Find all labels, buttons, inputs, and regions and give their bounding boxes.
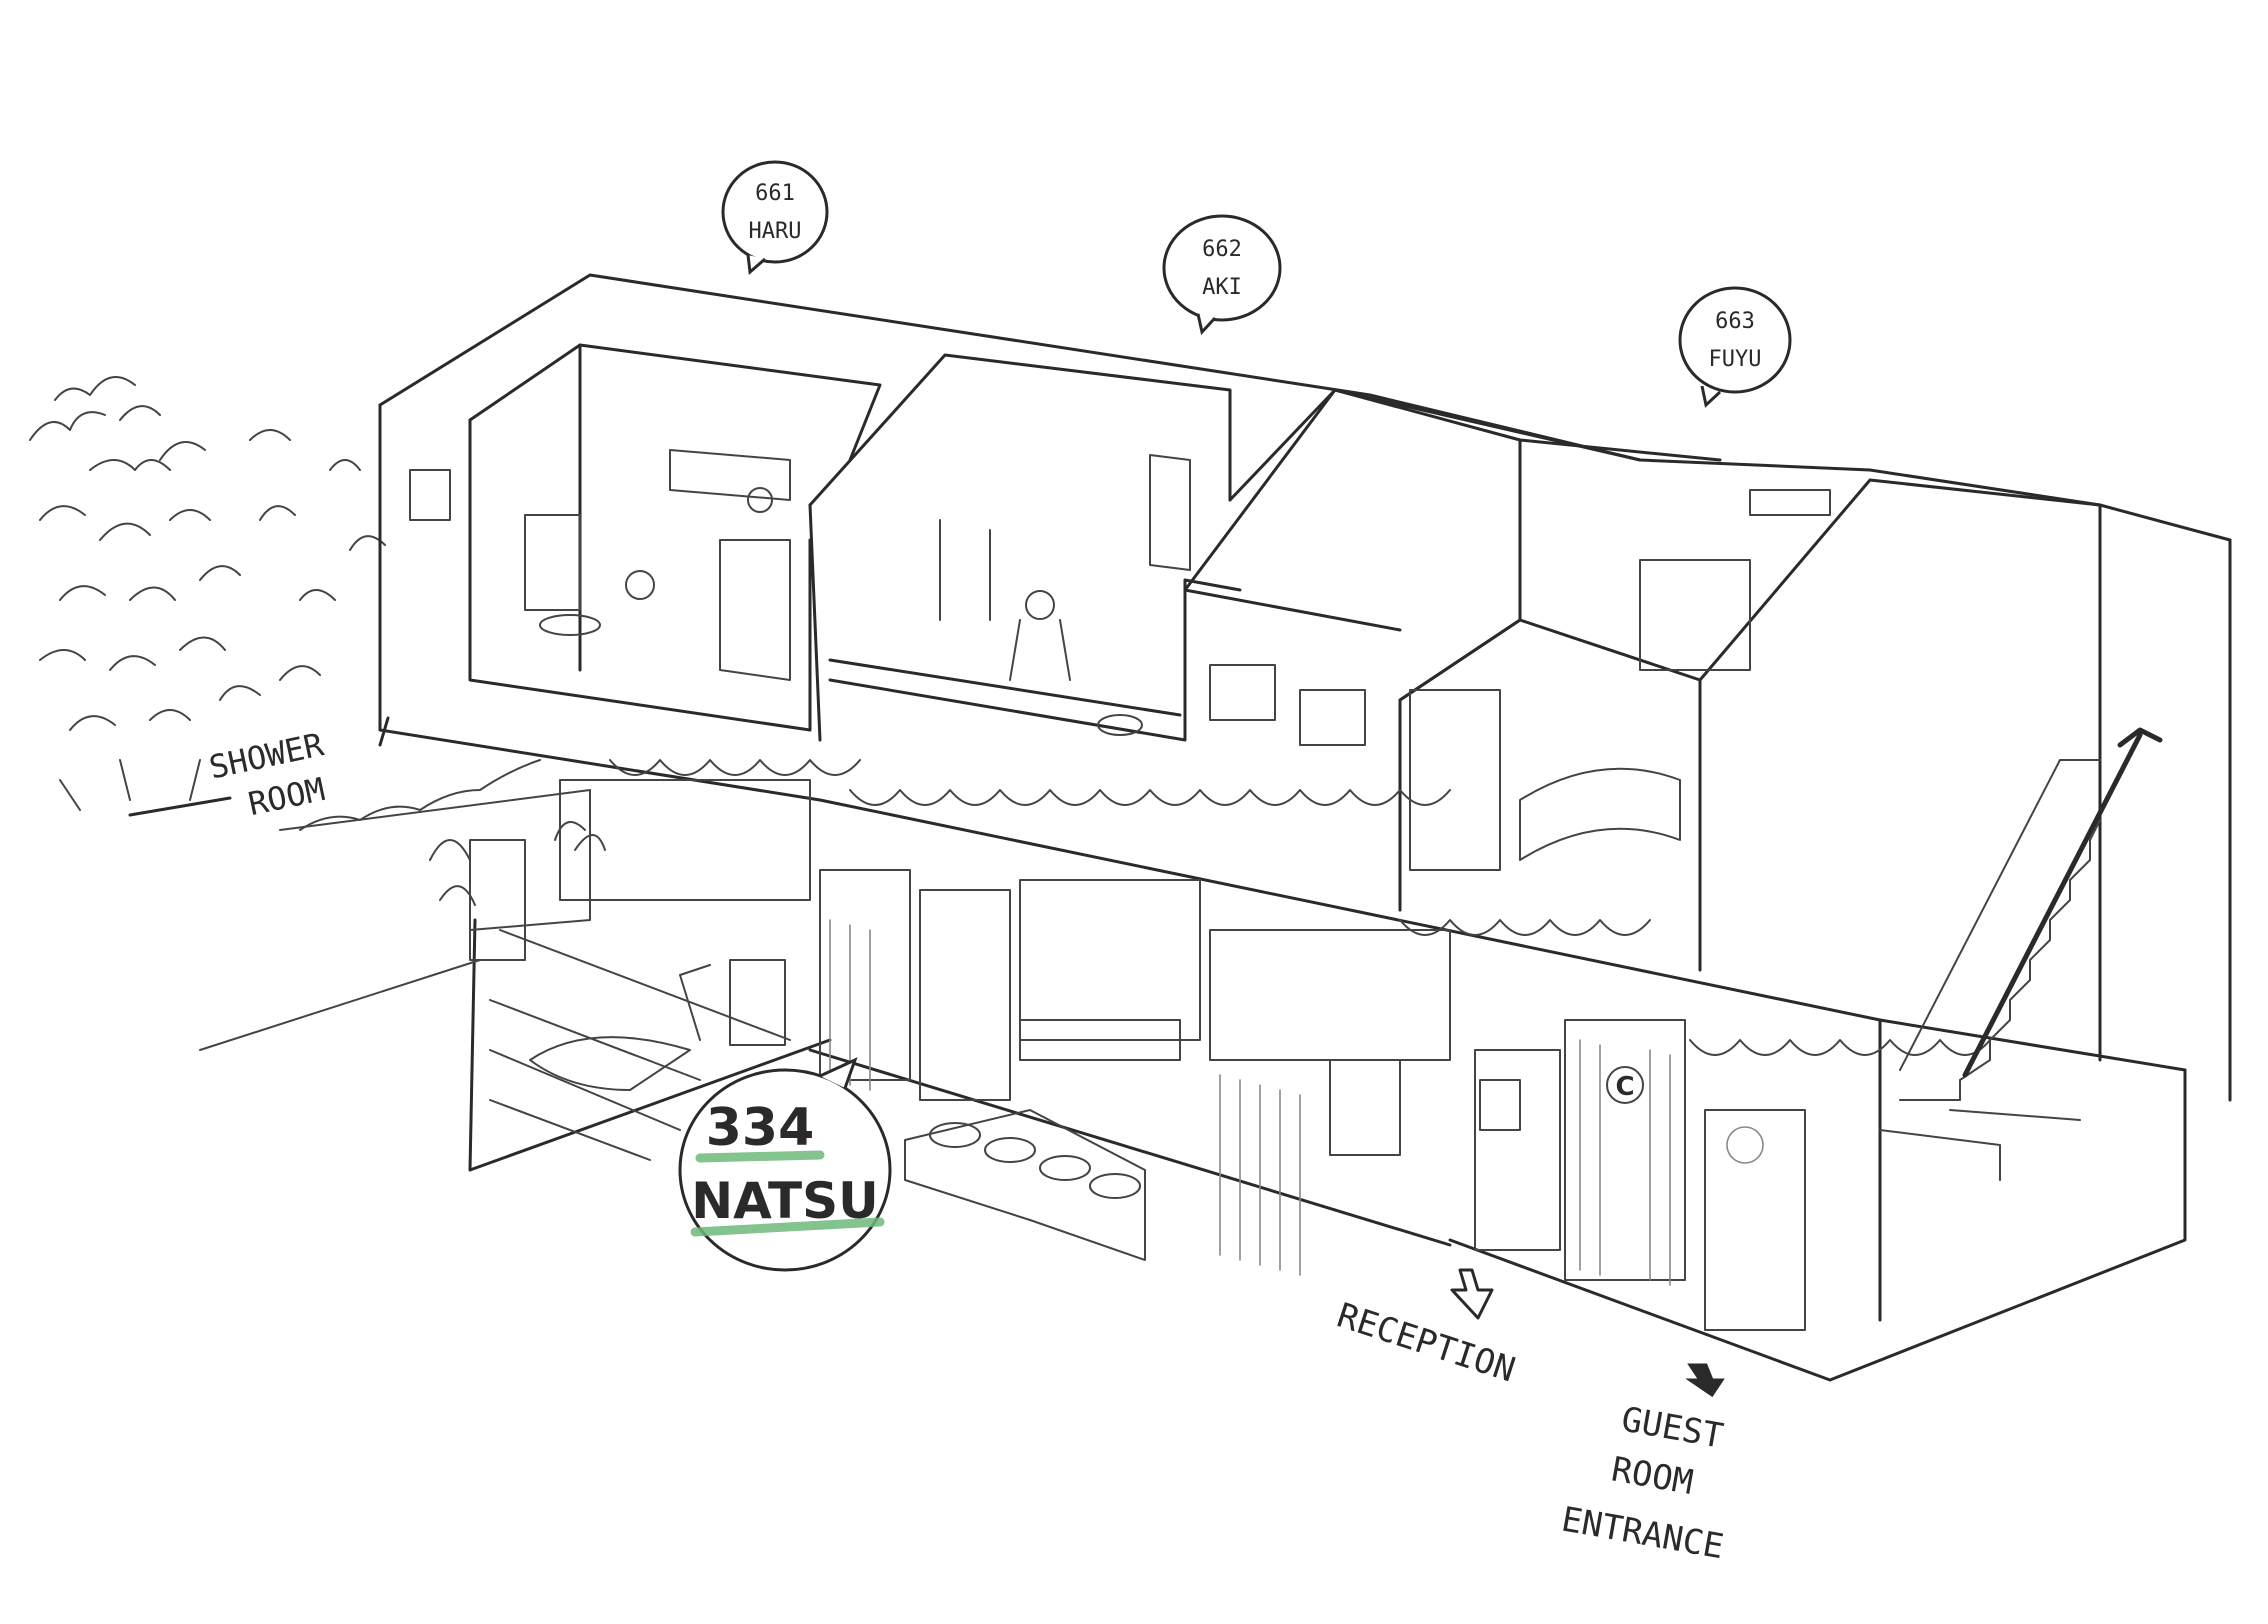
label-shower-room: SHOWER ROOM [128,716,390,823]
guest-entrance-line3: ENTRANCE [1558,1499,1726,1567]
string-lights [299,759,1991,1056]
shower-room-line2: ROOM [245,770,328,823]
entrance-sign-letter: C [1615,1072,1634,1102]
guest-entrance-line2: ROOM [1608,1449,1696,1503]
entrance-sign: C [1615,1072,1634,1102]
stairs [1879,759,2101,1181]
room-name-natsu: NATSU [691,1172,878,1230]
room-fuyu [1398,438,2102,972]
bubble-aki: 662 AKI [1162,214,1282,336]
guest-entrance-line1: GUEST [1618,1399,1726,1456]
label-reception: RECEPTION [1332,1268,1520,1391]
room-aki-furniture [939,454,1191,736]
room-fuyu-furniture [1409,489,1831,871]
bubble-natsu: 334 NATSU [678,1057,892,1272]
room-name-haru: HARU [749,219,802,244]
terrace [199,789,791,1161]
tree-sketch [29,376,386,811]
ground-floor-facade [559,779,1806,1331]
room-number-haru: 661 [755,181,795,206]
reception-label: RECEPTION [1332,1296,1520,1391]
building-structure [378,273,2232,1382]
label-guest-room-entrance: GUEST ROOM ENTRANCE [1558,1363,1727,1567]
room-haru [468,343,882,732]
room-number-natsu: 334 [706,1098,815,1158]
room-number-fuyu: 663 [1715,309,1755,334]
room-name-fuyu: FUYU [1709,347,1762,372]
room-name-aki: AKI [1202,275,1242,300]
middle-block [1183,388,1522,912]
room-haru-furniture [409,449,791,681]
stairs-up-arrow [1962,727,2163,1078]
room-number-aki: 662 [1202,237,1242,262]
room-aki [808,353,1642,742]
bubble-haru: 661 HARU [721,160,829,275]
bubble-fuyu: 663 FUYU [1678,286,1792,408]
